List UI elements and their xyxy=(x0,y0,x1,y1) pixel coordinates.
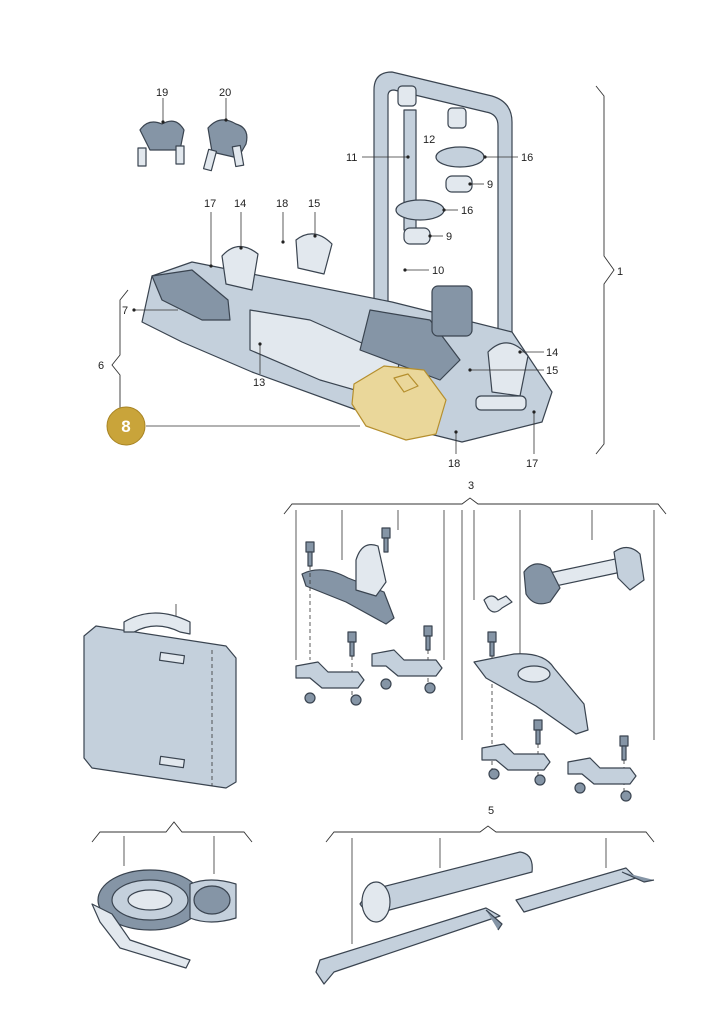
callout-14-top: 14 xyxy=(234,198,246,210)
callout-badge-8[interactable]: 8 xyxy=(106,406,146,446)
callout-9-upper: 9 xyxy=(487,179,493,191)
callout-10: 10 xyxy=(432,265,444,277)
callout-6: 6 xyxy=(98,360,104,372)
callout-17-top: 17 xyxy=(204,198,216,210)
key-set-20[interactable] xyxy=(202,119,248,172)
callout-16-lower: 16 xyxy=(461,205,473,217)
callout-17-bottom: 17 xyxy=(526,458,538,470)
hardware-group-3[interactable] xyxy=(295,510,655,802)
strap-and-coupler[interactable] xyxy=(91,869,237,969)
callout-3: 3 xyxy=(468,480,474,492)
highlighted-part-8 xyxy=(351,365,447,441)
storage-bag[interactable] xyxy=(83,612,237,789)
bike-carrier-assembly[interactable] xyxy=(141,71,553,443)
cover-set-5[interactable] xyxy=(315,851,655,985)
callout-18-bottom: 18 xyxy=(448,458,460,470)
callout-13: 13 xyxy=(253,377,265,389)
callout-15-top: 15 xyxy=(308,198,320,210)
callout-18-top: 18 xyxy=(276,198,288,210)
callout-12: 12 xyxy=(423,134,435,146)
callout-19: 19 xyxy=(156,87,168,99)
callout-15-right: 15 xyxy=(546,365,558,377)
key-set-19[interactable] xyxy=(137,120,185,167)
callout-8: 8 xyxy=(121,417,130,436)
callout-20: 20 xyxy=(219,87,231,99)
callout-14-right: 14 xyxy=(546,347,558,359)
callout-1: 1 xyxy=(617,266,623,278)
callout-9-lower: 9 xyxy=(446,231,452,243)
callout-16-upper: 16 xyxy=(521,152,533,164)
callout-7: 7 xyxy=(122,305,128,317)
callout-11: 11 xyxy=(346,152,357,164)
callout-5: 5 xyxy=(488,805,494,817)
